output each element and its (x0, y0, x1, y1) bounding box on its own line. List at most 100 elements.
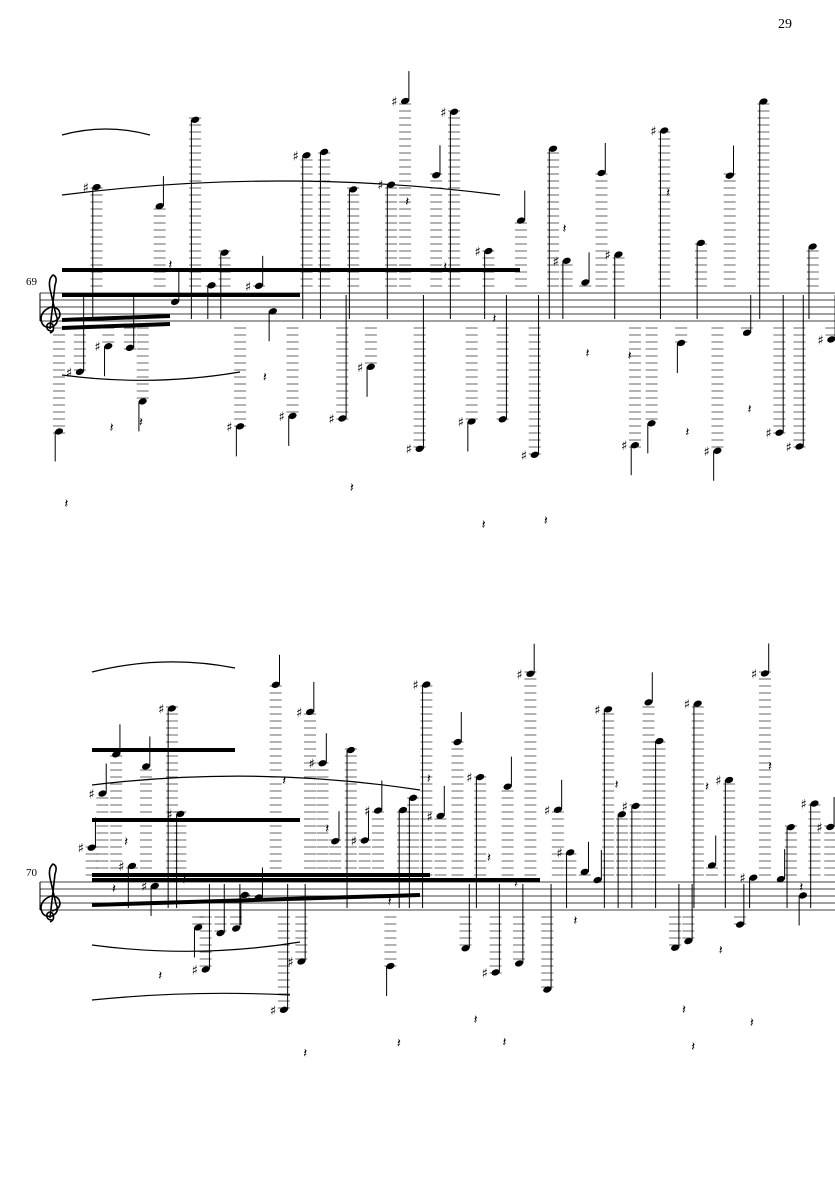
system-69-sharp-icon: ♯ (605, 249, 611, 264)
system-70-slur (91, 661, 236, 673)
system-70-notehead (526, 670, 535, 677)
system-70-rest-icon: 𝄽 (768, 760, 772, 775)
system-70-sharp-icon: ♯ (118, 860, 124, 875)
system-70-sharp-icon: ♯ (364, 805, 370, 820)
system-70-sharp-icon: ♯ (816, 821, 822, 836)
system-69-rest-icon: 𝄽 (628, 349, 632, 364)
system-69-rest-icon: 𝄽 (350, 481, 354, 496)
system-69-sharp-icon: ♯ (226, 420, 232, 435)
page-number: 29 (778, 17, 792, 32)
system-70-notehead (216, 929, 225, 937)
system-69-notehead (713, 447, 722, 454)
system-70-rest-icon: 𝄽 (282, 774, 286, 789)
system-70-notehead (760, 670, 769, 677)
system-70-notehead (98, 790, 107, 797)
system-69-sharp-icon: ♯ (650, 125, 656, 140)
system-69-beam (61, 322, 171, 330)
system-70-slur (91, 992, 291, 1001)
system-70-rest-icon: 𝄽 (502, 1036, 506, 1051)
system-70-notehead (386, 962, 395, 970)
system-70-rest-icon: 𝄽 (303, 1046, 307, 1061)
system-69-rest-icon: 𝄽 (563, 222, 567, 237)
system-69-notehead (660, 127, 669, 134)
system-69-rest-icon: 𝄽 (544, 514, 548, 529)
system-69-notehead (808, 243, 817, 250)
system-70-notehead (176, 810, 185, 818)
system-69-notehead (725, 172, 734, 179)
system-69-rest-icon: 𝄽 (168, 258, 172, 273)
system-69-notehead (268, 308, 278, 315)
measure-number-69: 69 (26, 276, 37, 288)
system-70-rest-icon: 𝄽 (474, 1013, 478, 1028)
system-70-notehead (684, 937, 693, 945)
system-70-notehead (514, 960, 524, 967)
system-70-notehead (693, 700, 702, 707)
system-70-notehead (87, 844, 96, 851)
system-70-notehead (128, 862, 137, 870)
system-69-sharp-icon: ♯ (440, 106, 446, 121)
system-70-rest-icon: 𝄽 (705, 780, 709, 795)
system-70-sharp-icon: ♯ (192, 963, 198, 978)
system-70-notehead (826, 823, 835, 831)
system-69-rest-icon: 𝄽 (405, 195, 409, 210)
system-70-notehead (318, 760, 327, 767)
system-69-rest-icon: 𝄽 (110, 421, 114, 436)
system-69-notehead (125, 344, 134, 352)
system-70-notehead (707, 862, 716, 869)
system-69-notehead (387, 181, 396, 188)
system-69-rest-icon: 𝄽 (666, 186, 670, 201)
system-70-notehead (398, 806, 408, 814)
system-69-sharp-icon: ♯ (406, 443, 412, 458)
system-69-sharp-icon: ♯ (377, 179, 383, 194)
system-69-notehead (138, 398, 147, 405)
system-69-sharp-icon: ♯ (553, 255, 559, 270)
system-70-notehead (271, 681, 280, 688)
system-70-slur (91, 775, 421, 791)
system-69-sharp-icon: ♯ (245, 280, 251, 295)
system-70-rest-icon: 𝄽 (487, 851, 491, 866)
system-70-notehead (798, 892, 808, 899)
system-70-notehead (112, 751, 121, 758)
system-70-notehead (476, 773, 485, 781)
system-69-notehead (498, 416, 507, 423)
system-69-notehead (207, 282, 216, 289)
system-70-notehead (776, 875, 785, 883)
system-70-notehead (232, 925, 241, 932)
system-69-sharp-icon: ♯ (521, 449, 527, 464)
system-69-notehead (366, 363, 375, 370)
system-70-rest-icon: 𝄽 (799, 880, 803, 895)
system-70-sharp-icon: ♯ (622, 800, 628, 815)
system-69-slur (61, 371, 241, 381)
system-69-notehead (155, 202, 164, 210)
system-70-notehead (297, 958, 306, 965)
system-69-notehead (220, 249, 229, 256)
system-69-notehead (191, 116, 200, 123)
system-69-rest-icon: 𝄽 (586, 346, 590, 361)
system-69-rest-icon: 𝄽 (492, 312, 496, 327)
system-69-notehead (467, 418, 476, 425)
system-69-notehead (75, 368, 84, 375)
system-69-notehead (170, 298, 180, 305)
system-70-rest-icon: 𝄽 (750, 1016, 754, 1031)
system-70-rest-icon: 𝄽 (682, 1003, 686, 1018)
system-69-rest-icon: 𝄽 (443, 260, 447, 275)
system-69-rest-icon: 𝄽 (748, 402, 752, 417)
system-70-notehead (279, 1006, 288, 1013)
system-70-notehead (409, 794, 418, 801)
system-70-sharp-icon: ♯ (751, 667, 757, 682)
system-70-notehead (150, 882, 159, 890)
system-69-notehead (742, 329, 752, 336)
system-69-sharp-icon: ♯ (293, 149, 299, 164)
system-70-notehead (331, 838, 340, 845)
system-70-sharp-icon: ♯ (516, 668, 522, 683)
system-69-notehead (614, 251, 623, 258)
system-70-notehead (346, 746, 355, 754)
system-70-sharp-icon: ♯ (466, 771, 472, 786)
system-70-notehead (566, 849, 575, 856)
system-70-rest-icon: 𝄽 (182, 874, 186, 889)
system-69-sharp-icon: ♯ (474, 245, 480, 260)
system-70-notehead (305, 708, 315, 716)
system-69-notehead (288, 412, 297, 420)
system-70-notehead (631, 802, 640, 810)
